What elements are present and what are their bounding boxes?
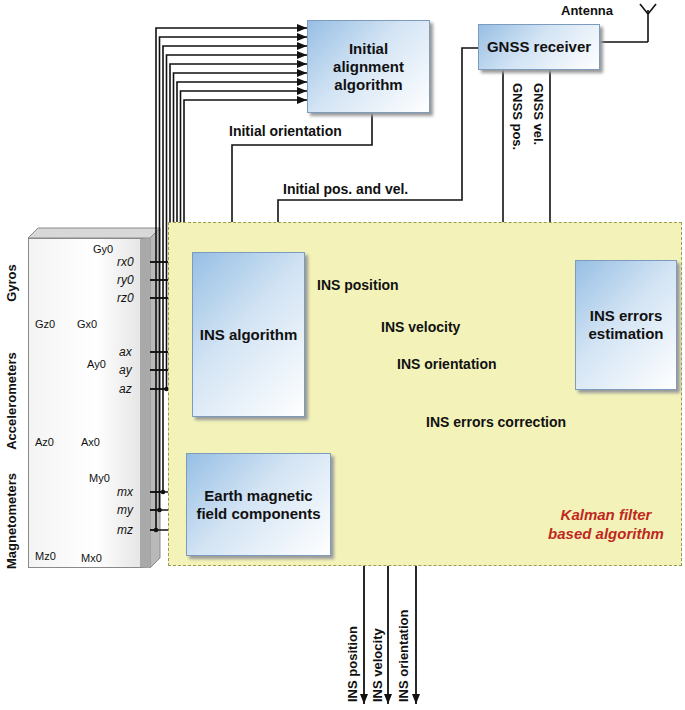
process-box: Earth magnetic field components: [186, 453, 331, 556]
sensor-top-face: [28, 228, 160, 238]
process-box: INS algorithm: [192, 252, 305, 417]
connector-label: GNSS pos.: [509, 82, 525, 151]
sensor-name: Gx0: [76, 316, 98, 332]
signal-name: my: [116, 502, 134, 518]
sensor-name: Mz0: [34, 548, 57, 564]
group-heading: Accelerometers: [4, 336, 20, 466]
sensor-name: My0: [88, 470, 111, 486]
process-box: Initial alignment algorithm: [307, 20, 430, 113]
receiver-box: GNSS receiver: [478, 24, 600, 70]
sensor-name: Mx0: [80, 550, 103, 566]
region-label: Kalman filter based algorithm: [541, 505, 671, 543]
connector-label: INS position: [316, 277, 400, 293]
connector-label: GNSS vel.: [530, 82, 546, 146]
box-label: Initial alignment algorithm: [314, 40, 423, 94]
signal-name: mx: [116, 484, 134, 500]
signal-name: az: [118, 381, 133, 397]
box-label: Earth magnetic field components: [193, 487, 324, 523]
output-label: INS position: [345, 625, 361, 703]
signal-name: mz: [116, 522, 134, 538]
connector-label: Initial orientation: [228, 123, 343, 139]
group-heading: Magnetometers: [4, 456, 20, 586]
box-label: INS errors estimation: [582, 307, 670, 343]
signal-name: ry0: [116, 272, 135, 288]
group-heading: Gyros: [4, 218, 20, 348]
antenna-label: Antenna: [560, 3, 614, 19]
connector-label: Initial pos. and vel.: [282, 181, 409, 197]
output-label: INS velocity: [370, 627, 386, 703]
filter-region: Kalman filter based algorithm INS algorit…: [168, 222, 682, 566]
signal-name: rz0: [116, 290, 135, 306]
sensor-name: Az0: [34, 434, 55, 450]
box-label: GNSS receiver: [487, 38, 591, 56]
connector-label: INS errors correction: [425, 414, 567, 430]
connector-label: INS orientation: [396, 356, 498, 372]
process-box: INS errors estimation: [575, 260, 677, 390]
sensor-name: Gy0: [92, 241, 114, 257]
sensor-block: GyrosAccelerometersMagnetometers: [28, 238, 150, 568]
connector-label: INS velocity: [380, 319, 461, 335]
signal-name: ax: [118, 344, 133, 360]
sensor-name: Gz0: [34, 316, 56, 332]
signal-name: ay: [118, 362, 133, 378]
box-label: INS algorithm: [200, 326, 298, 344]
sensor-side-face: [150, 228, 160, 568]
output-label: INS orientation: [396, 609, 412, 703]
sensor-name: Ax0: [80, 434, 101, 450]
sensor-name: Ay0: [86, 356, 107, 372]
signal-name: rx0: [116, 254, 135, 270]
